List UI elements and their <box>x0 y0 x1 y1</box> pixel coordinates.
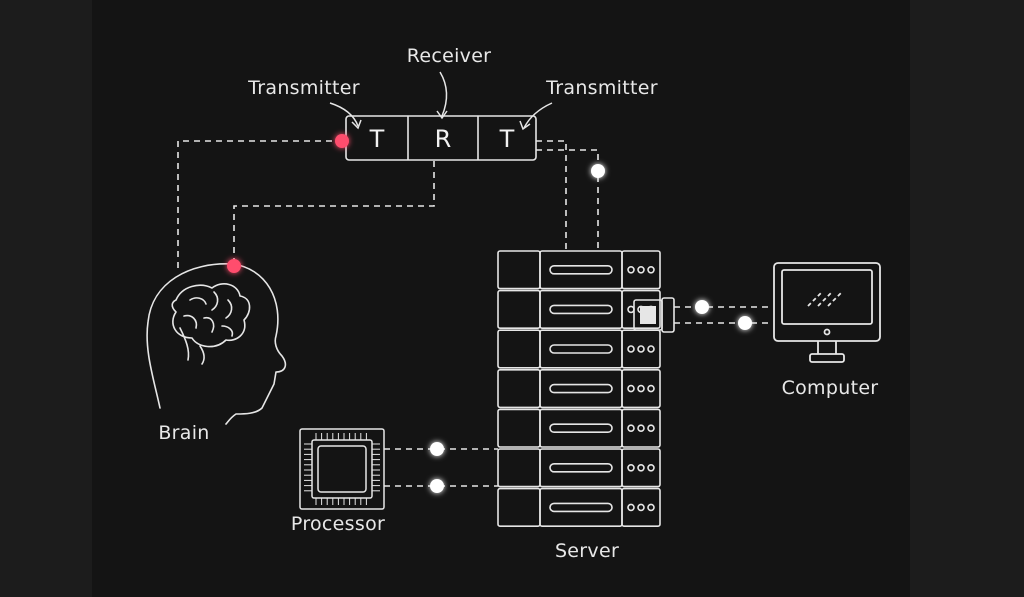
server-row <box>497 487 661 528</box>
link-brain-transmitter <box>177 140 346 268</box>
label-receiver: Receiver <box>406 45 492 67</box>
cell-transmitter-left: T <box>369 125 385 153</box>
server-rack-icon <box>497 250 661 528</box>
arrow-receiver <box>439 71 448 117</box>
cell-transmitter-right: T <box>499 125 515 153</box>
label-brain: Brain <box>158 422 210 444</box>
server-row <box>497 289 661 330</box>
label-transmitter-right: Transmitter <box>546 77 658 99</box>
node-dot-processor-b <box>430 479 444 493</box>
connection-dots <box>227 134 752 493</box>
node-dot-computer-b <box>738 316 752 330</box>
node-dot-processor-a <box>430 442 444 456</box>
node-dot-server-top <box>591 164 605 178</box>
server-row <box>497 368 661 409</box>
arrow-transmitter-right <box>523 102 553 129</box>
plug-connector-icon <box>633 297 675 333</box>
accent-dot-transmitter <box>335 134 349 148</box>
server-row <box>497 250 661 290</box>
node-dot-computer-a <box>695 300 709 314</box>
cell-receiver: R <box>434 125 452 153</box>
link-transmitter-server-b <box>536 149 599 251</box>
server-row <box>497 408 661 448</box>
link-transmitter-server-a <box>536 140 567 251</box>
processor-chip-icon <box>299 428 385 510</box>
brain-head-icon <box>146 263 287 425</box>
label-server: Server <box>554 540 620 562</box>
computer-monitor-icon <box>773 262 881 363</box>
label-computer: Computer <box>781 377 879 399</box>
connection-lines <box>177 140 772 487</box>
label-transmitter-left: Transmitter <box>248 77 360 99</box>
link-receiver-brain <box>233 161 435 262</box>
accent-dot-brain <box>227 259 241 273</box>
label-arrows <box>329 71 553 131</box>
arrow-transmitter-left <box>329 102 359 127</box>
server-row <box>497 448 661 488</box>
label-processor: Processor <box>290 513 386 535</box>
server-row <box>497 329 661 369</box>
